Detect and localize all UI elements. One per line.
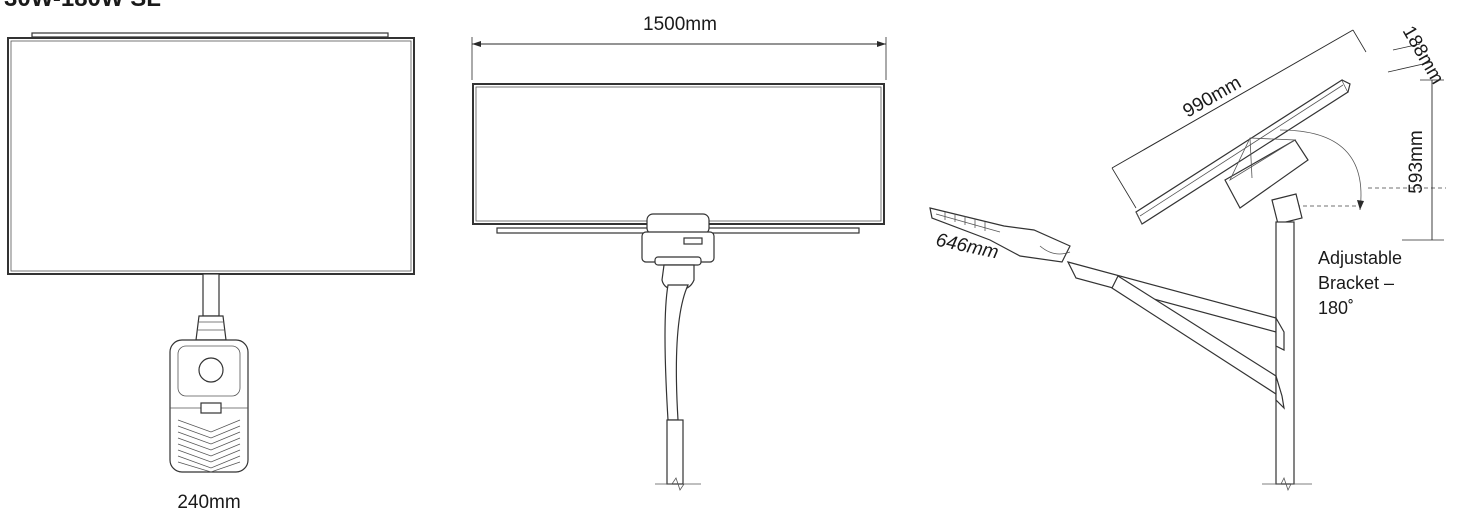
side-lamp-arm — [664, 284, 689, 421]
front-solar-panel — [7, 37, 415, 275]
side-pole — [666, 419, 684, 485]
front-heatsink — [177, 419, 241, 473]
front-lamp-sensor — [198, 357, 224, 383]
dim-lamp-width: 240mm — [177, 492, 240, 513]
side-solar-panel — [472, 83, 885, 225]
dim-line-panel-length — [1111, 29, 1354, 169]
side-battery-box — [646, 213, 710, 235]
persp-pole-joint — [1271, 193, 1303, 225]
front-panel-rail — [31, 32, 389, 38]
product-title: 30W-180W SL — [4, 0, 161, 12]
front-view: 240mm — [7, 32, 415, 513]
dim-panel-width: 1500mm — [643, 14, 717, 35]
persp-angle-arc — [1279, 129, 1362, 211]
perspective-view: 990mm 188mm 593mm — [929, 23, 1448, 492]
bracket-note-line3: 180˚ — [1318, 298, 1354, 318]
front-pole — [202, 273, 220, 317]
side-view: 1500mm — [471, 14, 887, 491]
persp-arm-brace — [1111, 275, 1277, 396]
dim-panel-thickness: 188mm — [1398, 23, 1448, 88]
dim-bracket-height: 593mm — [1406, 130, 1427, 193]
front-solar-panel-inner — [10, 40, 412, 272]
front-bracket — [195, 315, 227, 341]
persp-battery-box — [1224, 139, 1309, 209]
bracket-note-line2: Bracket – — [1318, 273, 1394, 293]
persp-pole — [1275, 221, 1295, 485]
bracket-note-line1: Adjustable — [1318, 248, 1402, 268]
